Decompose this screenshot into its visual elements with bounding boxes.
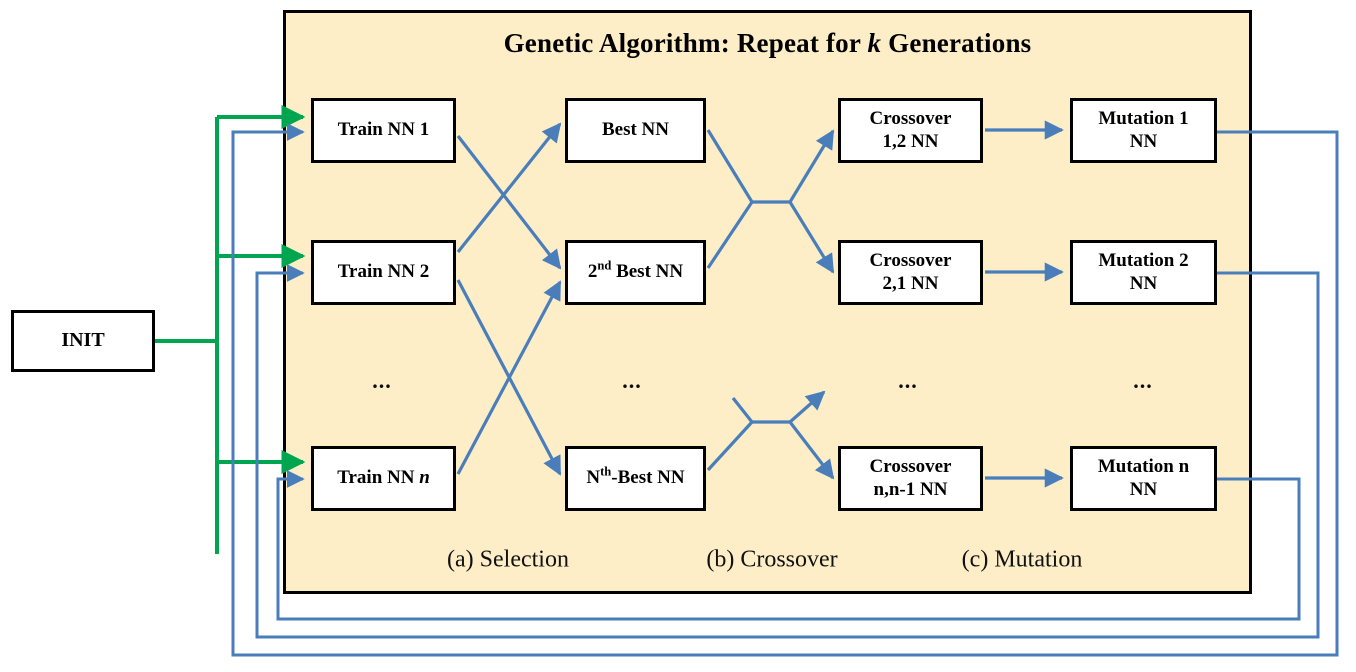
crossover-n-line1: Crossover [869,456,952,478]
second-best-lead: 2 [587,261,598,283]
mutation-1-line2: NN [1129,130,1158,152]
nth-best-nn-box[interactable]: Nth-Best NN [565,446,706,511]
crossover-1-line2: 1,2 NN [882,130,939,152]
nth-best-tail: -Best NN [611,467,685,489]
train-2-prefix: Train NN [337,261,420,283]
mutation-n-line2: NN [1129,478,1158,500]
train-n-italic: n [419,467,430,489]
mutation-column-ellipsis: ... [1133,368,1153,393]
train-column-ellipsis: ... [372,368,392,393]
train-1-suffix: 1 [419,119,430,141]
title-prefix: Genetic Algorithm: Repeat for [503,28,868,58]
crossover-1-line1: Crossover [869,108,952,130]
page-title: Genetic Algorithm: Repeat for k Generati… [283,28,1252,59]
train-nn-2-box[interactable]: Train NN 2 [311,240,456,305]
mutation-n-line1: Mutation n [1097,456,1190,478]
train-1-prefix: Train NN [337,119,420,141]
nth-best-lead: N [586,467,601,489]
nth-best-sup: th [600,464,612,479]
second-best-tail: Best NN [611,261,684,283]
selection-column-ellipsis: ... [622,368,642,393]
train-n-prefix: Train NN [337,467,420,489]
second-best-sup: nd [597,258,612,273]
train-nn-n-box[interactable]: Train NN n [311,446,456,511]
caption-selection: (a) Selection [447,546,569,573]
init-label: INIT [61,329,105,352]
train-nn-1-box[interactable]: Train NN 1 [311,98,456,163]
crossover-2-line1: Crossover [869,250,952,272]
init-box[interactable]: INIT [11,310,155,372]
mutation-2-line1: Mutation 2 [1098,250,1189,272]
mutation-2-line2: NN [1129,272,1158,294]
init-distribution-bus [155,105,306,554]
best-nn-label: Best NN [601,119,670,141]
best-nn-box[interactable]: Best NN [565,98,706,163]
second-best-nn-box[interactable]: 2nd Best NN [565,240,706,305]
caption-crossover: (b) Crossover [706,546,838,573]
mutation-1-line1: Mutation 1 [1098,108,1189,130]
train-2-suffix: 2 [419,261,430,283]
crossover-n-line2: n,n-1 NN [873,478,948,500]
title-italic-k: k [867,28,882,58]
crossover-column-ellipsis: ... [898,368,918,393]
title-suffix: Generations [881,28,1032,58]
crossover-2-line2: 2,1 NN [882,272,939,294]
caption-mutation: (c) Mutation [961,546,1083,573]
